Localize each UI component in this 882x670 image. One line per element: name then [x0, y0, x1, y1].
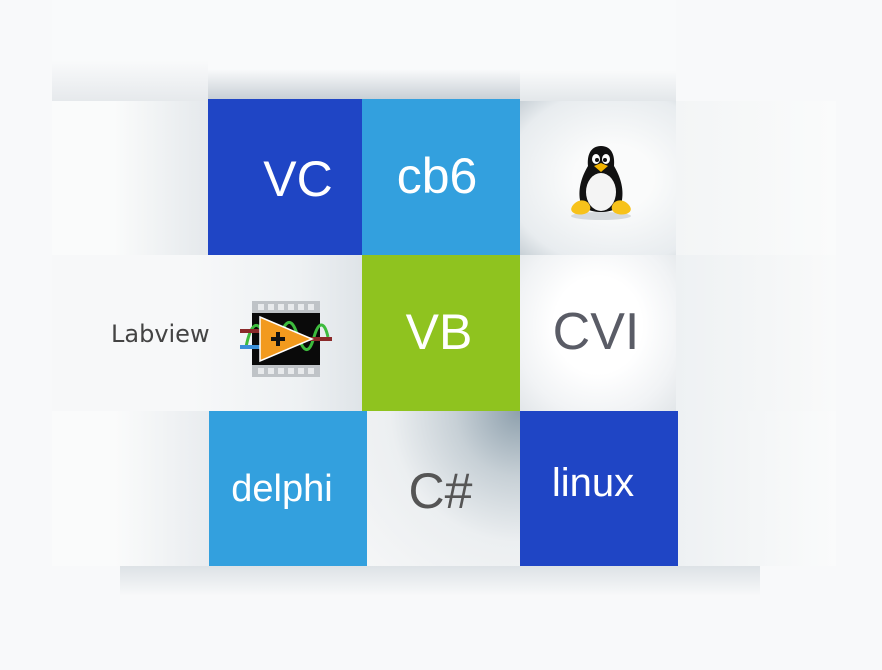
tile-cb6[interactable]: cb6 [362, 99, 520, 255]
tile-labview-label: Labview [111, 320, 210, 348]
labview-icon [240, 301, 332, 377]
tile-vc[interactable]: VC [208, 99, 362, 255]
tile-csharp-label: C# [408, 462, 473, 519]
bg-shade-row1-left [52, 101, 208, 255]
bg-shade-row3-left [52, 411, 209, 566]
tile-cvi[interactable]: CVI [520, 255, 676, 411]
tile-labview[interactable]: Labview [52, 255, 362, 411]
bg-shade-row2-right [676, 255, 836, 411]
tile-delphi[interactable]: delphi [209, 411, 367, 566]
tile-linux[interactable]: linux [520, 411, 678, 566]
bg-shade-row1-right [676, 101, 836, 255]
bg-shade-top-mid [208, 0, 520, 99]
tile-cb6-label: cb6 [396, 148, 478, 204]
tile-linux-logo[interactable] [520, 101, 676, 255]
tux-penguin-icon [571, 146, 631, 220]
bg-shade-row3-right [678, 411, 836, 566]
bg-shade-top-right [520, 0, 676, 101]
tile-vc-label: VC [263, 151, 333, 207]
tile-csharp[interactable]: C# [367, 411, 520, 566]
bg-shade-bottom [120, 566, 760, 596]
tile-vb[interactable]: VB [362, 255, 520, 411]
tile-cvi-label: CVI [552, 303, 640, 361]
tile-linux-label: linux [551, 460, 635, 505]
tile-vb-label: VB [405, 304, 473, 360]
bg-shade-top-left [52, 0, 208, 101]
tile-delphi-label: delphi [231, 467, 333, 510]
